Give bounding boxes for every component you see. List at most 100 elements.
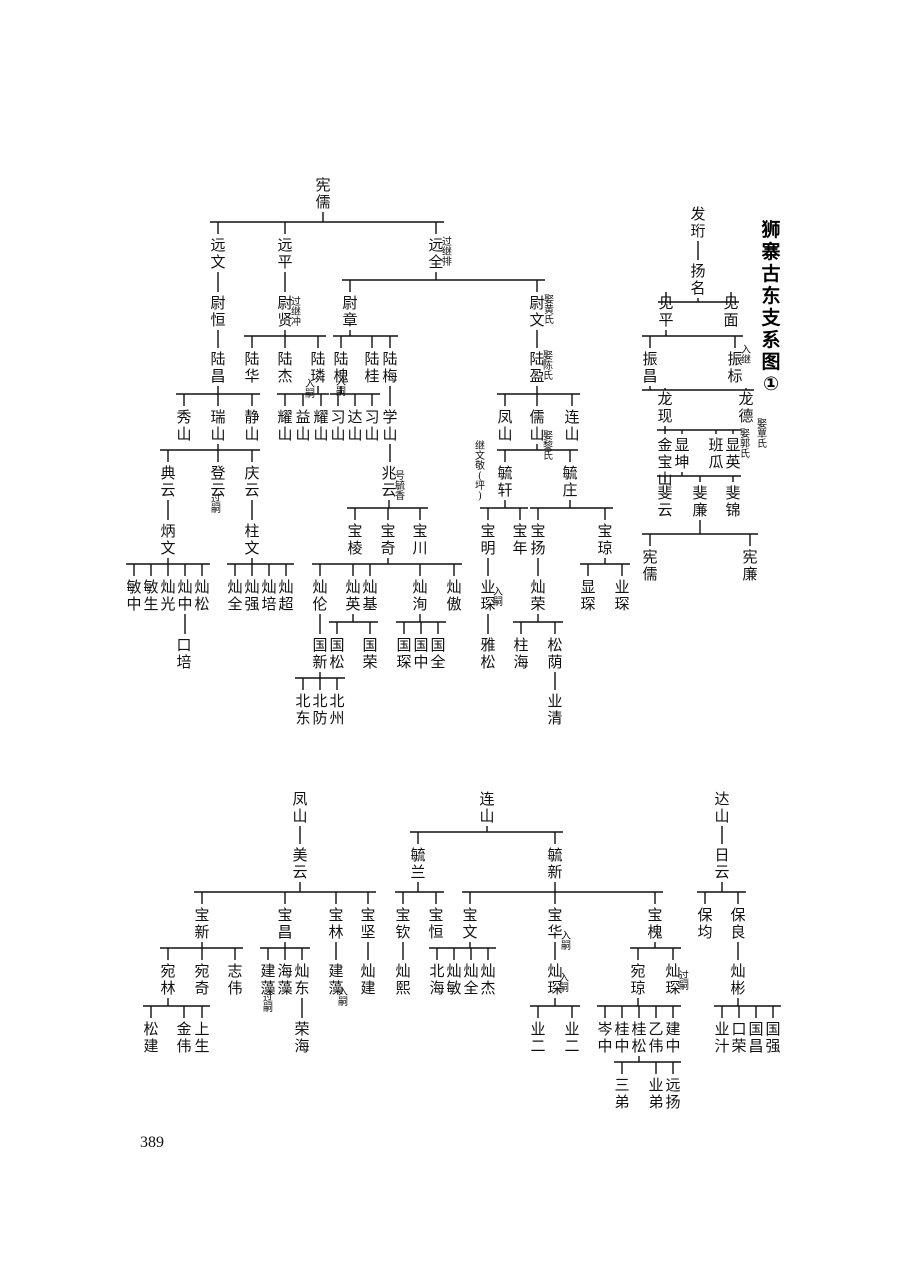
person-name-r11: 班瓜 [708, 436, 723, 471]
person-name-b35: 灿彬 [730, 962, 745, 997]
annotation-ba3: 入嗣 [559, 973, 569, 994]
person-name-n24: 达山 [347, 408, 362, 443]
person-name-n52: 灿培 [261, 578, 276, 613]
person-name-n21: 益山 [295, 408, 310, 443]
person-name-n10: 陆华 [244, 350, 259, 385]
person-name-b49: 国昌 [748, 1020, 763, 1055]
person-name-n49: 灿松 [194, 578, 209, 613]
person-name-n2: 远文 [210, 236, 225, 271]
person-name-n45: 敏中 [126, 578, 141, 613]
person-name-b25: 建藻 [328, 962, 343, 997]
person-name-r12: 显英 [725, 436, 740, 471]
person-name-r5: 振昌 [642, 350, 657, 385]
person-name-b52: 业弟 [648, 1076, 663, 1111]
person-name-n76: 业清 [547, 692, 562, 727]
person-name-n7: 尉章 [342, 294, 357, 329]
kinship-lines [126, 212, 781, 1074]
person-name-b5: 毓兰 [410, 846, 425, 881]
person-name-b45: 乙伟 [648, 1020, 663, 1055]
person-name-b15: 宝华 [547, 906, 562, 941]
person-name-n32: 庆云 [244, 464, 259, 499]
person-name-n39: 宝奇 [380, 522, 395, 557]
person-name-b51: 三弟 [614, 1076, 629, 1111]
person-name-b28: 北海 [429, 962, 444, 997]
person-name-r16: 宪儒 [642, 548, 657, 583]
person-name-n1: 宪儒 [315, 176, 330, 211]
person-name-n70: 雅松 [480, 636, 495, 671]
person-name-b31: 灿杰 [480, 962, 495, 997]
person-name-n28: 儒山 [529, 408, 544, 443]
person-name-b29: 灿敏 [446, 962, 461, 997]
person-name-b50: 国强 [765, 1020, 780, 1055]
person-name-n35: 毓庄 [562, 464, 577, 499]
person-name-b3: 达山 [714, 790, 729, 825]
person-name-r9: 金宝山 [657, 436, 672, 488]
person-name-n69: 国全 [430, 636, 445, 671]
person-name-b1: 凤山 [292, 790, 307, 825]
annotation-a9: 号毓香 [395, 470, 405, 502]
annotation-a1: 过继排 [442, 235, 452, 268]
person-name-n46: 敏生 [143, 578, 158, 613]
person-name-b10: 宝林 [328, 906, 343, 941]
person-name-n43: 宝扬 [530, 522, 545, 557]
person-name-n60: 灿荣 [530, 578, 545, 613]
annotation-ra1: 入继 [741, 345, 751, 366]
person-name-r6: 振标 [727, 350, 742, 385]
person-name-n34: 毓轩 [497, 464, 512, 499]
person-name-n11: 陆杰 [277, 350, 292, 385]
person-name-b34: 灿琛 [665, 962, 680, 997]
person-name-n71: 柱海 [513, 636, 528, 671]
person-name-n44: 宝琼 [597, 522, 612, 557]
person-name-n48: 灿中 [177, 578, 192, 613]
person-name-n30: 典云 [160, 464, 175, 499]
person-name-b47: 业汁 [714, 1020, 729, 1055]
person-name-n25: 习山 [364, 408, 379, 443]
person-name-n38: 宝棱 [347, 522, 362, 557]
person-name-b27: 灿熙 [395, 962, 410, 997]
person-name-n12: 陆璘 [310, 350, 325, 385]
person-name-n33: 兆云 [381, 464, 396, 499]
person-name-r15: 斐锦 [725, 484, 740, 519]
annotation-a4: 入嗣 [305, 379, 315, 400]
person-name-b8: 宝新 [194, 906, 209, 941]
person-name-n3: 远平 [277, 236, 292, 271]
person-name-n29: 连山 [564, 408, 579, 443]
person-name-n58: 灿傲 [446, 578, 461, 613]
person-name-n63: 口培 [176, 636, 191, 671]
person-name-n19: 静山 [244, 408, 259, 443]
person-name-n14: 陆桂 [364, 350, 379, 385]
person-name-n6: 尉贤 [277, 294, 292, 329]
person-name-b42: 岑中 [597, 1020, 612, 1055]
person-name-n57: 灿洵 [412, 578, 427, 613]
person-name-b46: 建中 [665, 1020, 680, 1055]
person-name-b12: 宝钦 [395, 906, 410, 941]
person-name-n40: 宝川 [412, 522, 427, 557]
person-name-n23: 习山 [330, 408, 345, 443]
chart-title: 狮寨古东支系图 [760, 219, 781, 373]
person-name-n9: 陆昌 [210, 350, 225, 385]
person-name-r14: 斐廉 [692, 484, 707, 519]
annotation-ba2: 入嗣 [338, 987, 348, 1008]
person-name-b17: 保均 [697, 906, 712, 941]
person-name-b2: 连山 [479, 790, 494, 825]
annotation-ra3: 娶覃氏 [757, 418, 767, 450]
person-name-b48: 口荣 [731, 1020, 746, 1055]
person-name-b41: 业二 [564, 1020, 579, 1055]
person-name-n67: 国琛 [396, 636, 411, 671]
annotation-a2: 过继冲 [291, 295, 301, 328]
person-name-r17: 宪廉 [742, 548, 757, 583]
chart-title-badge: ① [763, 373, 779, 395]
person-name-b44: 桂松 [631, 1020, 646, 1055]
person-name-b26: 灿建 [360, 962, 375, 997]
person-name-n72: 松荫 [547, 636, 562, 671]
person-name-r3: 见平 [658, 294, 673, 329]
annotation-a10: 过嗣 [211, 492, 221, 515]
person-name-b24: 灿东 [294, 962, 309, 997]
person-name-b13: 宝恒 [428, 906, 443, 941]
person-name-n27: 凤山 [497, 408, 512, 443]
person-name-n61: 显琛 [580, 578, 595, 613]
annotation-ba5: 入嗣 [561, 931, 571, 952]
person-name-n75: 北州 [329, 692, 344, 727]
